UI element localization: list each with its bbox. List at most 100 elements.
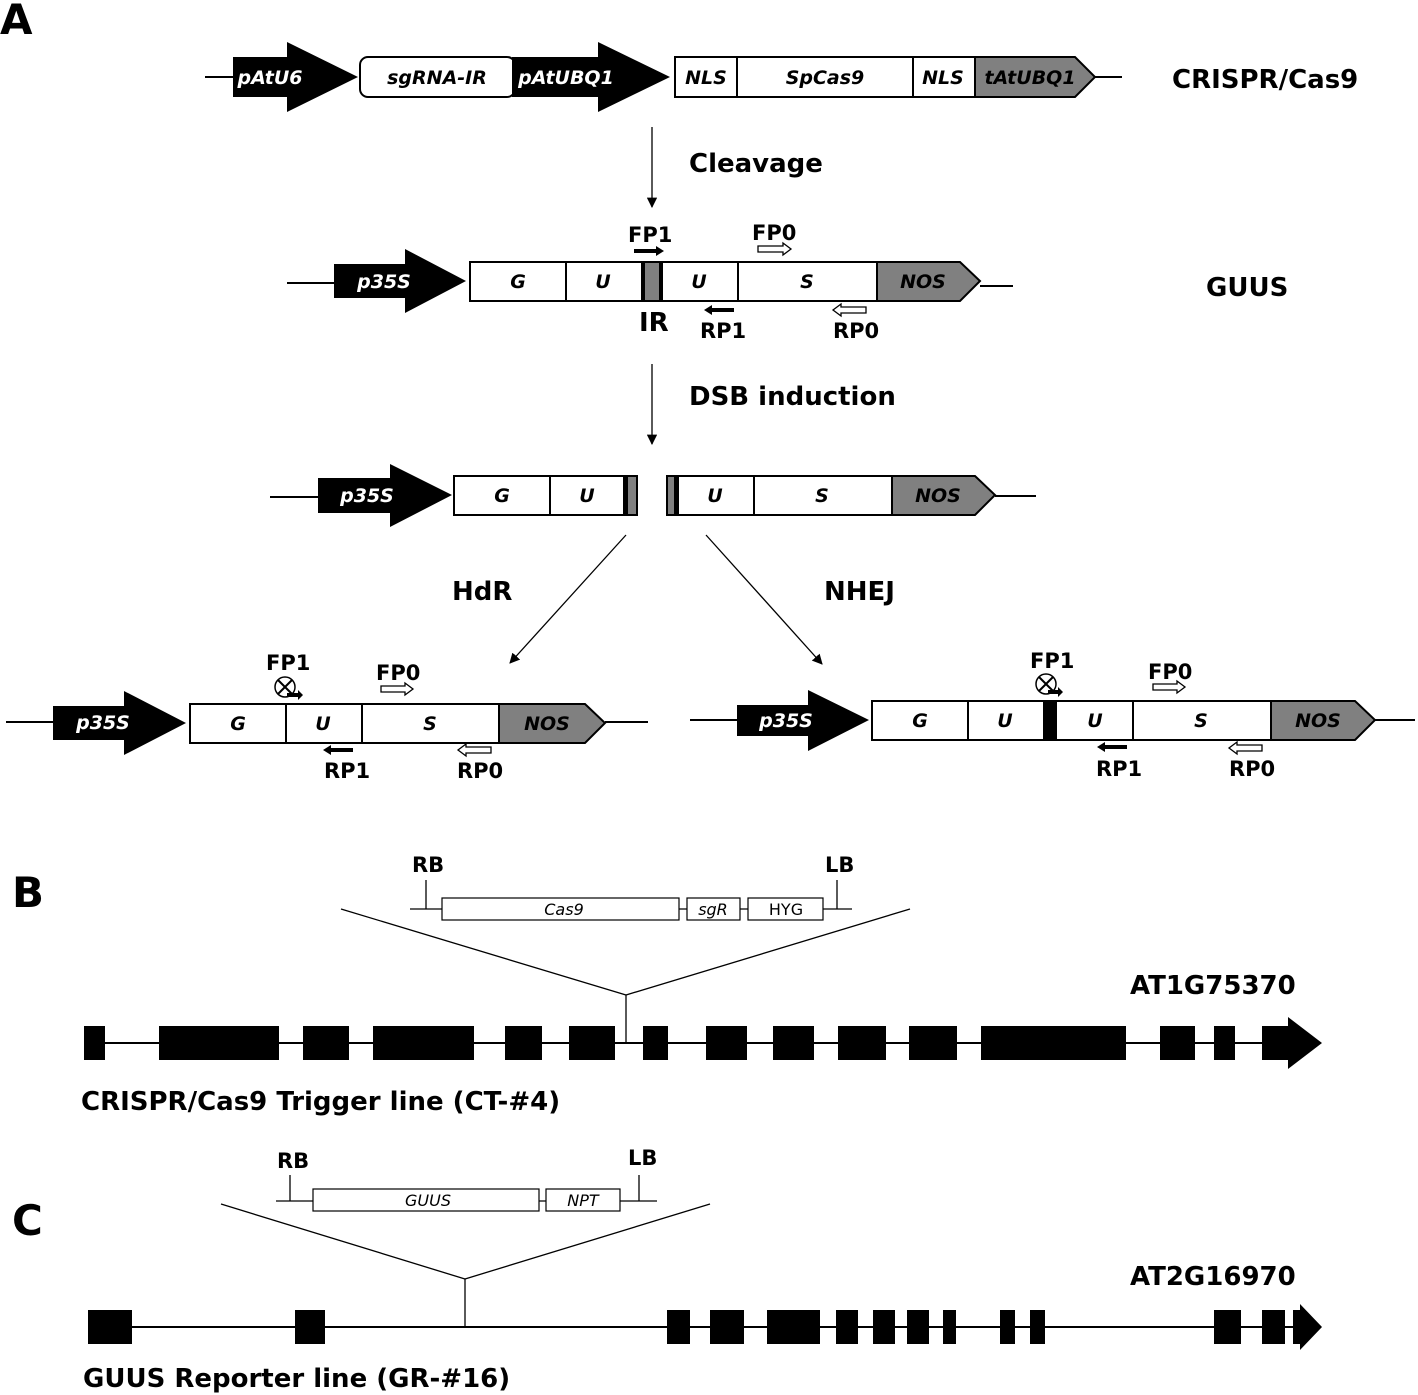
exon	[1030, 1310, 1045, 1344]
exon	[767, 1310, 820, 1344]
seg-s-hdr: S	[423, 713, 437, 735]
gene-direction-arrow-c	[1293, 1304, 1322, 1350]
patu6-promoter-arrow	[233, 42, 358, 112]
exon	[909, 1026, 957, 1060]
p35s-promoter-arrow-nhej	[737, 690, 869, 751]
seg-g-nhej: G	[912, 710, 928, 732]
exon	[706, 1026, 747, 1060]
step-cleavage: Cleavage	[689, 149, 823, 179]
exon	[505, 1026, 542, 1060]
seg-g: G	[510, 271, 526, 293]
rb-label-b: RB	[412, 853, 444, 877]
sgr-label-b: sgR	[698, 900, 728, 919]
primer-rp0-arrow-nhej	[1227, 740, 1263, 756]
exon	[1000, 1310, 1015, 1344]
p35s-promoter-arrow-hdr	[53, 691, 186, 755]
p35s-label-dsb: p35S	[339, 485, 394, 507]
exon	[1214, 1310, 1241, 1344]
nos-terminator-dsb	[891, 475, 997, 516]
patubq1-label: pAtUBQ1	[517, 67, 614, 89]
primer-fp0: FP0	[752, 221, 796, 245]
seg-u-hdr: U	[315, 713, 331, 735]
primer-rp0-nhej: RP0	[1229, 757, 1275, 781]
line-label-b: CRISPR/Cas9 Trigger line (CT-#4)	[81, 1087, 560, 1117]
seg-u2-nhej: U	[1087, 710, 1103, 732]
lb-label-b: LB	[825, 853, 854, 877]
nos-terminator	[876, 261, 982, 302]
exon	[981, 1026, 1126, 1060]
exon	[838, 1026, 886, 1060]
broken-reporter: p35S G U U S NOS	[270, 464, 1036, 527]
guus-reporter: p35S G U U S NOS	[287, 249, 1013, 313]
p35s-promoter-arrow-dsb	[318, 464, 452, 527]
exon	[295, 1310, 325, 1344]
panel-label-b: B	[12, 868, 44, 917]
nos-terminator-hdr	[498, 703, 607, 744]
primer-fp0-arrow-nhej	[1152, 679, 1187, 695]
tatubq1-label: tAtUBQ1	[984, 67, 1075, 89]
p35s-label-nhej: p35S	[758, 710, 813, 732]
exon	[667, 1310, 690, 1344]
seg-s-nhej: S	[1194, 710, 1208, 732]
primer-fp1: FP1	[628, 223, 672, 247]
seg-g-dsb: G	[494, 485, 510, 507]
gene-label-c: AT2G16970	[1130, 1262, 1296, 1292]
exon	[907, 1310, 929, 1344]
spcas9-label: SpCas9	[786, 67, 865, 89]
line-label-c: GUUS Reporter line (GR-#16)	[83, 1364, 510, 1394]
primer-rp1-arrow	[704, 305, 734, 315]
exon	[373, 1026, 474, 1060]
nls-label-2: NLS	[922, 67, 964, 89]
nhej-indel	[1043, 701, 1057, 740]
hyg-label-b: HYG	[769, 900, 803, 919]
seg-s-dsb: S	[815, 485, 829, 507]
exon	[159, 1026, 279, 1060]
step-dsb: DSB induction	[689, 382, 896, 412]
seg-u1-nhej: U	[997, 710, 1013, 732]
primer-fp1-nhej: FP1	[1030, 649, 1074, 673]
patubq1-promoter-arrow	[512, 42, 670, 112]
nhej-product: p35S G U U S NOS	[690, 690, 1415, 751]
nos-label-hdr: NOS	[524, 713, 570, 735]
primer-rp1-arrow-nhej	[1097, 742, 1127, 752]
seg-u2: U	[691, 271, 707, 293]
primer-rp0: RP0	[833, 319, 879, 343]
hdr-arrow	[509, 534, 627, 664]
rb-label-c: RB	[277, 1149, 309, 1173]
exon	[710, 1310, 744, 1344]
seg-u2-dsb: U	[707, 485, 723, 507]
construct-name-guus: GUUS	[1206, 273, 1288, 303]
cas9-label-b: Cas9	[544, 900, 584, 919]
nhej-arrow	[705, 534, 823, 665]
seg-s: S	[800, 271, 814, 293]
ir-label: IR	[639, 308, 669, 338]
exon	[88, 1310, 132, 1344]
nos-label: NOS	[900, 271, 946, 293]
exon	[1214, 1026, 1235, 1060]
nos-label-dsb: NOS	[915, 485, 961, 507]
primer-rp0-arrow	[831, 302, 867, 318]
exon	[303, 1026, 349, 1060]
primer-rp1-nhej: RP1	[1096, 757, 1142, 781]
exon	[569, 1026, 615, 1060]
primer-rp1-arrow-hdr	[323, 745, 353, 755]
patu6-label: pAtU6	[237, 67, 303, 89]
npt-label-c: NPT	[567, 1191, 600, 1210]
panel-label-c: C	[12, 1196, 43, 1245]
t-dna-insert-b: RB LB Cas9 sgR HYG	[340, 853, 911, 1043]
primer-fp0-hdr: FP0	[376, 661, 420, 685]
p35s-promoter-arrow	[334, 249, 466, 313]
primer-fp0-arrow	[757, 241, 793, 257]
exon	[773, 1026, 814, 1060]
primer-fp0-nhej: FP0	[1148, 660, 1192, 684]
nos-label-nhej: NOS	[1295, 710, 1341, 732]
seg-u1: U	[595, 271, 611, 293]
hdr-product: p35S G U S NOS	[6, 691, 648, 755]
nls-label-1: NLS	[685, 67, 727, 89]
primer-fp1-arrow	[634, 246, 664, 256]
gene-label-b: AT1G75370	[1130, 971, 1296, 1001]
primer-fp1-hdr: FP1	[266, 651, 310, 675]
seg-u1-dsb: U	[579, 485, 595, 507]
nos-terminator-nhej	[1270, 700, 1377, 741]
